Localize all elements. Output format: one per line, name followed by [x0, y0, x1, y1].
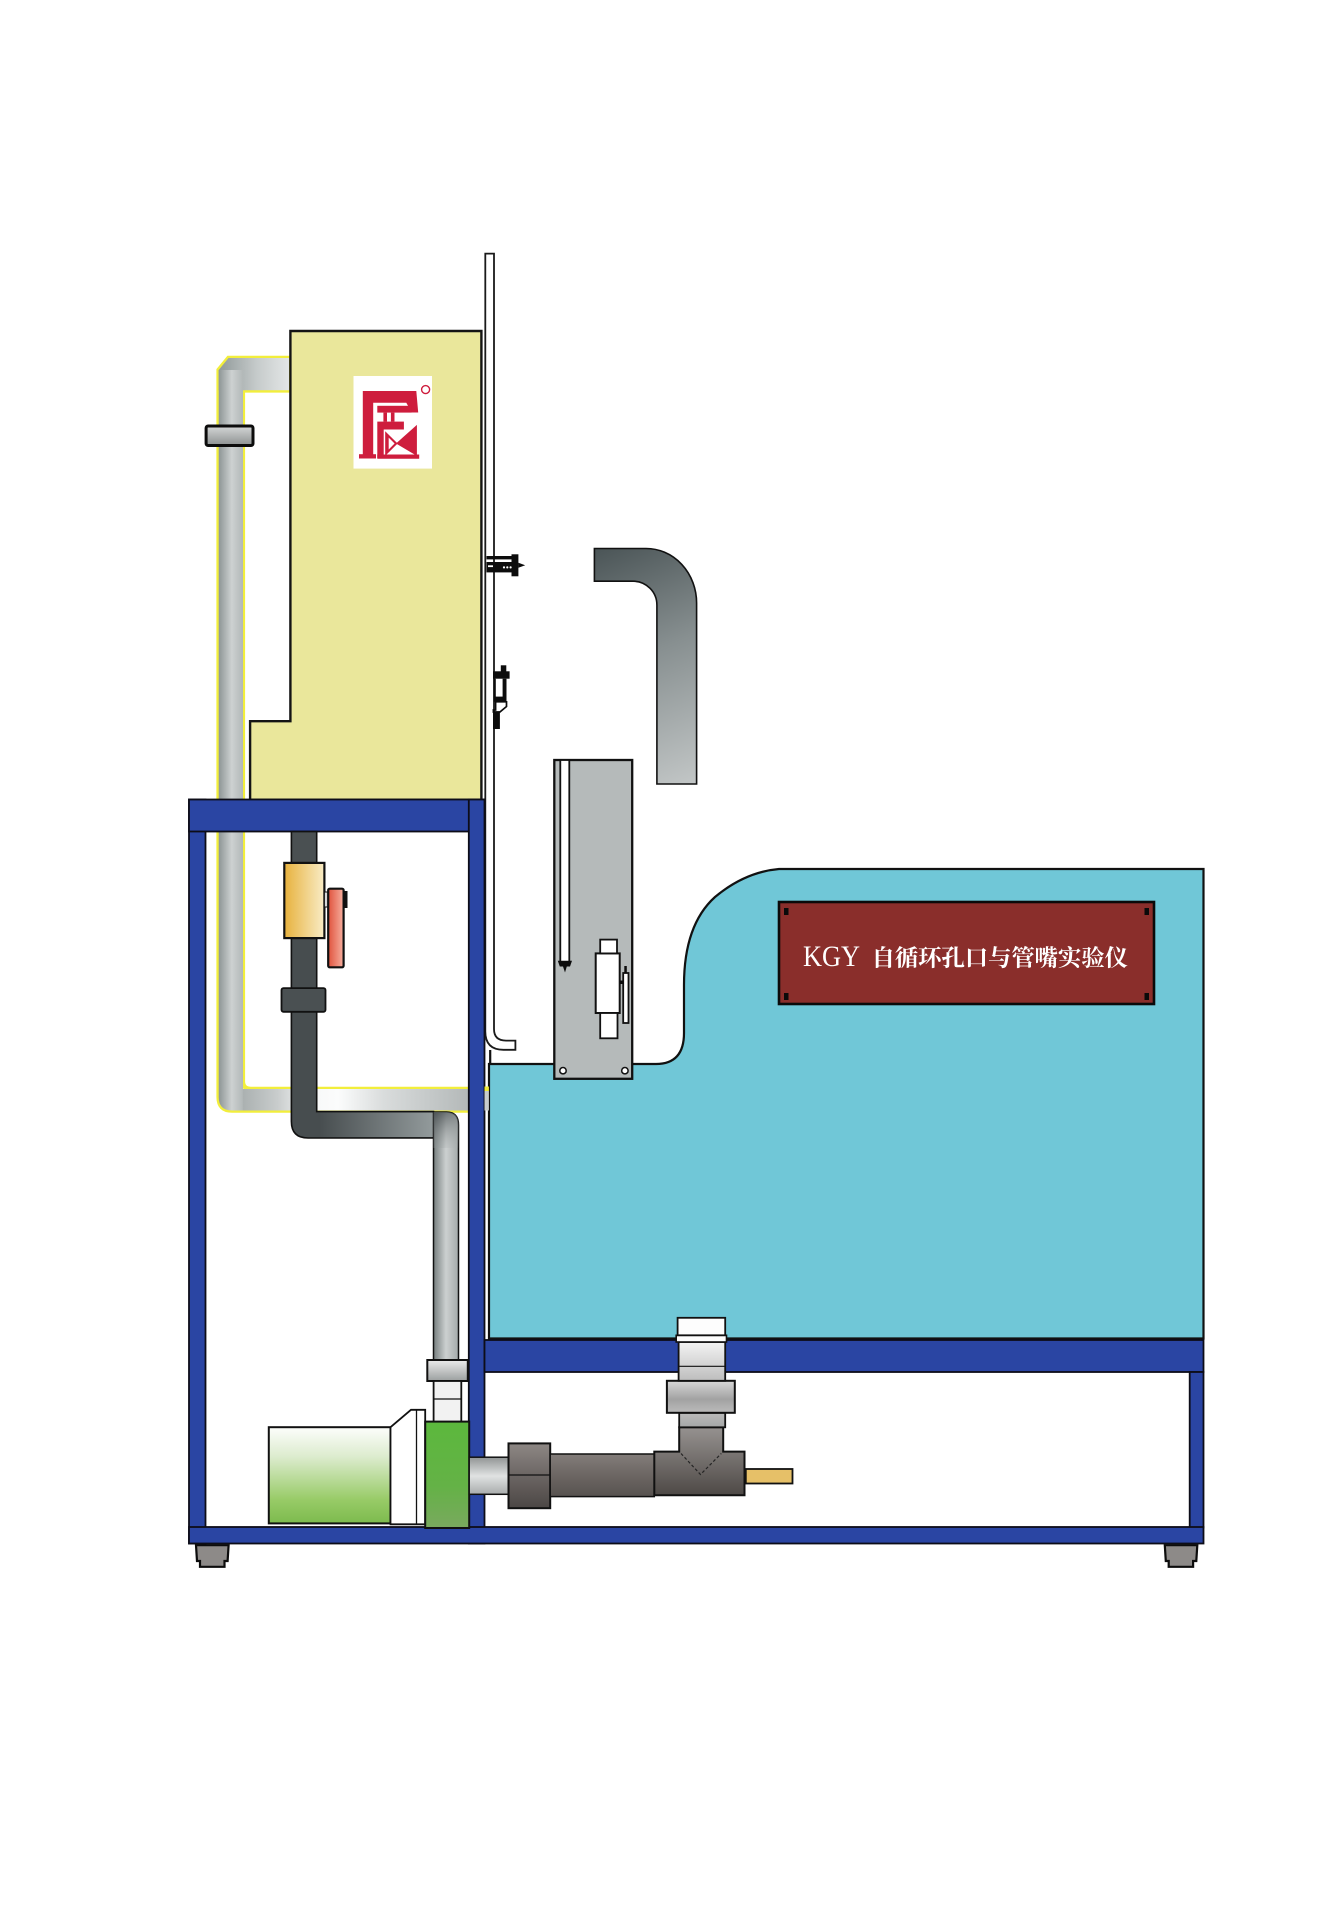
svg-text:KGY: KGY	[803, 940, 860, 973]
